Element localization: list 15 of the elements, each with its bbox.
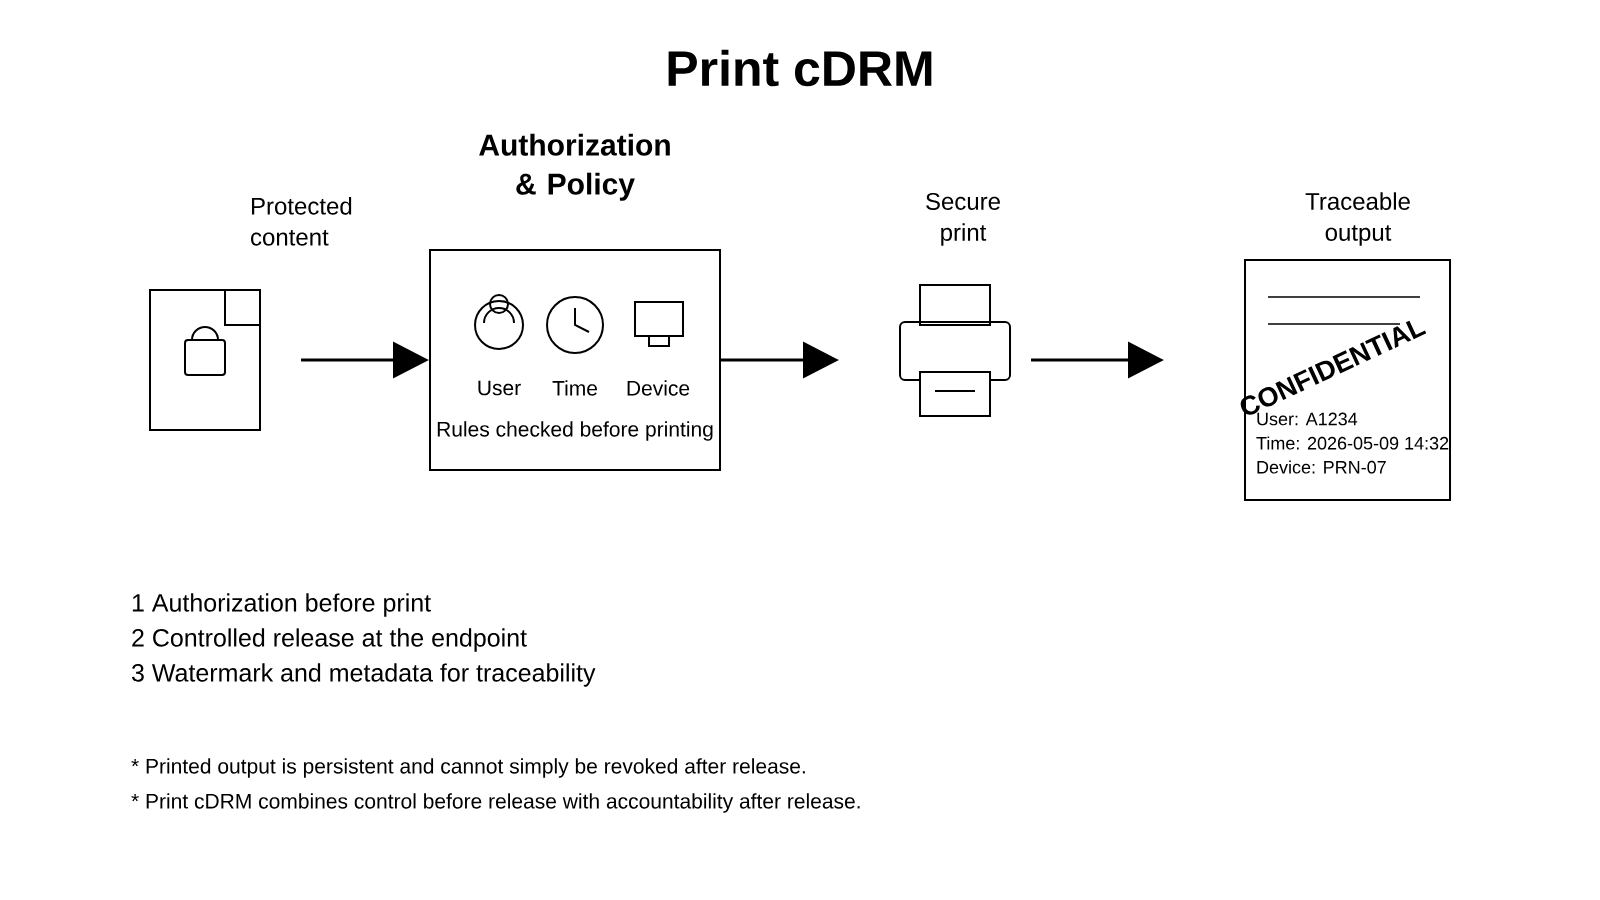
node-heading: Protected content	[251, 197, 352, 246]
metadata-text: Device: PRN-07	[1257, 460, 1386, 474]
metadata-text: Time: 2026-05-09 14:32	[1256, 436, 1449, 450]
icon-label: User	[478, 380, 521, 396]
node-heading: Authorization & Policy	[479, 133, 670, 201]
list-item: 1 Authorization before print	[132, 593, 431, 617]
list-item: 2 Controlled release at the endpoint	[132, 628, 527, 652]
footnote: * Print cDRM combines control before release with accountability after release.	[131, 793, 860, 813]
title: Print cDRM	[668, 49, 932, 87]
list-item: 3 Watermark and metadata for traceability	[131, 663, 596, 687]
node-heading: Secure print	[926, 192, 1000, 246]
icon-label: Time	[552, 380, 597, 396]
icon-label: Device	[627, 380, 690, 396]
footnote: * Printed output is persistent and cannot simply be revoked after release.	[131, 758, 805, 778]
node-heading: Traceable output	[1305, 192, 1410, 246]
